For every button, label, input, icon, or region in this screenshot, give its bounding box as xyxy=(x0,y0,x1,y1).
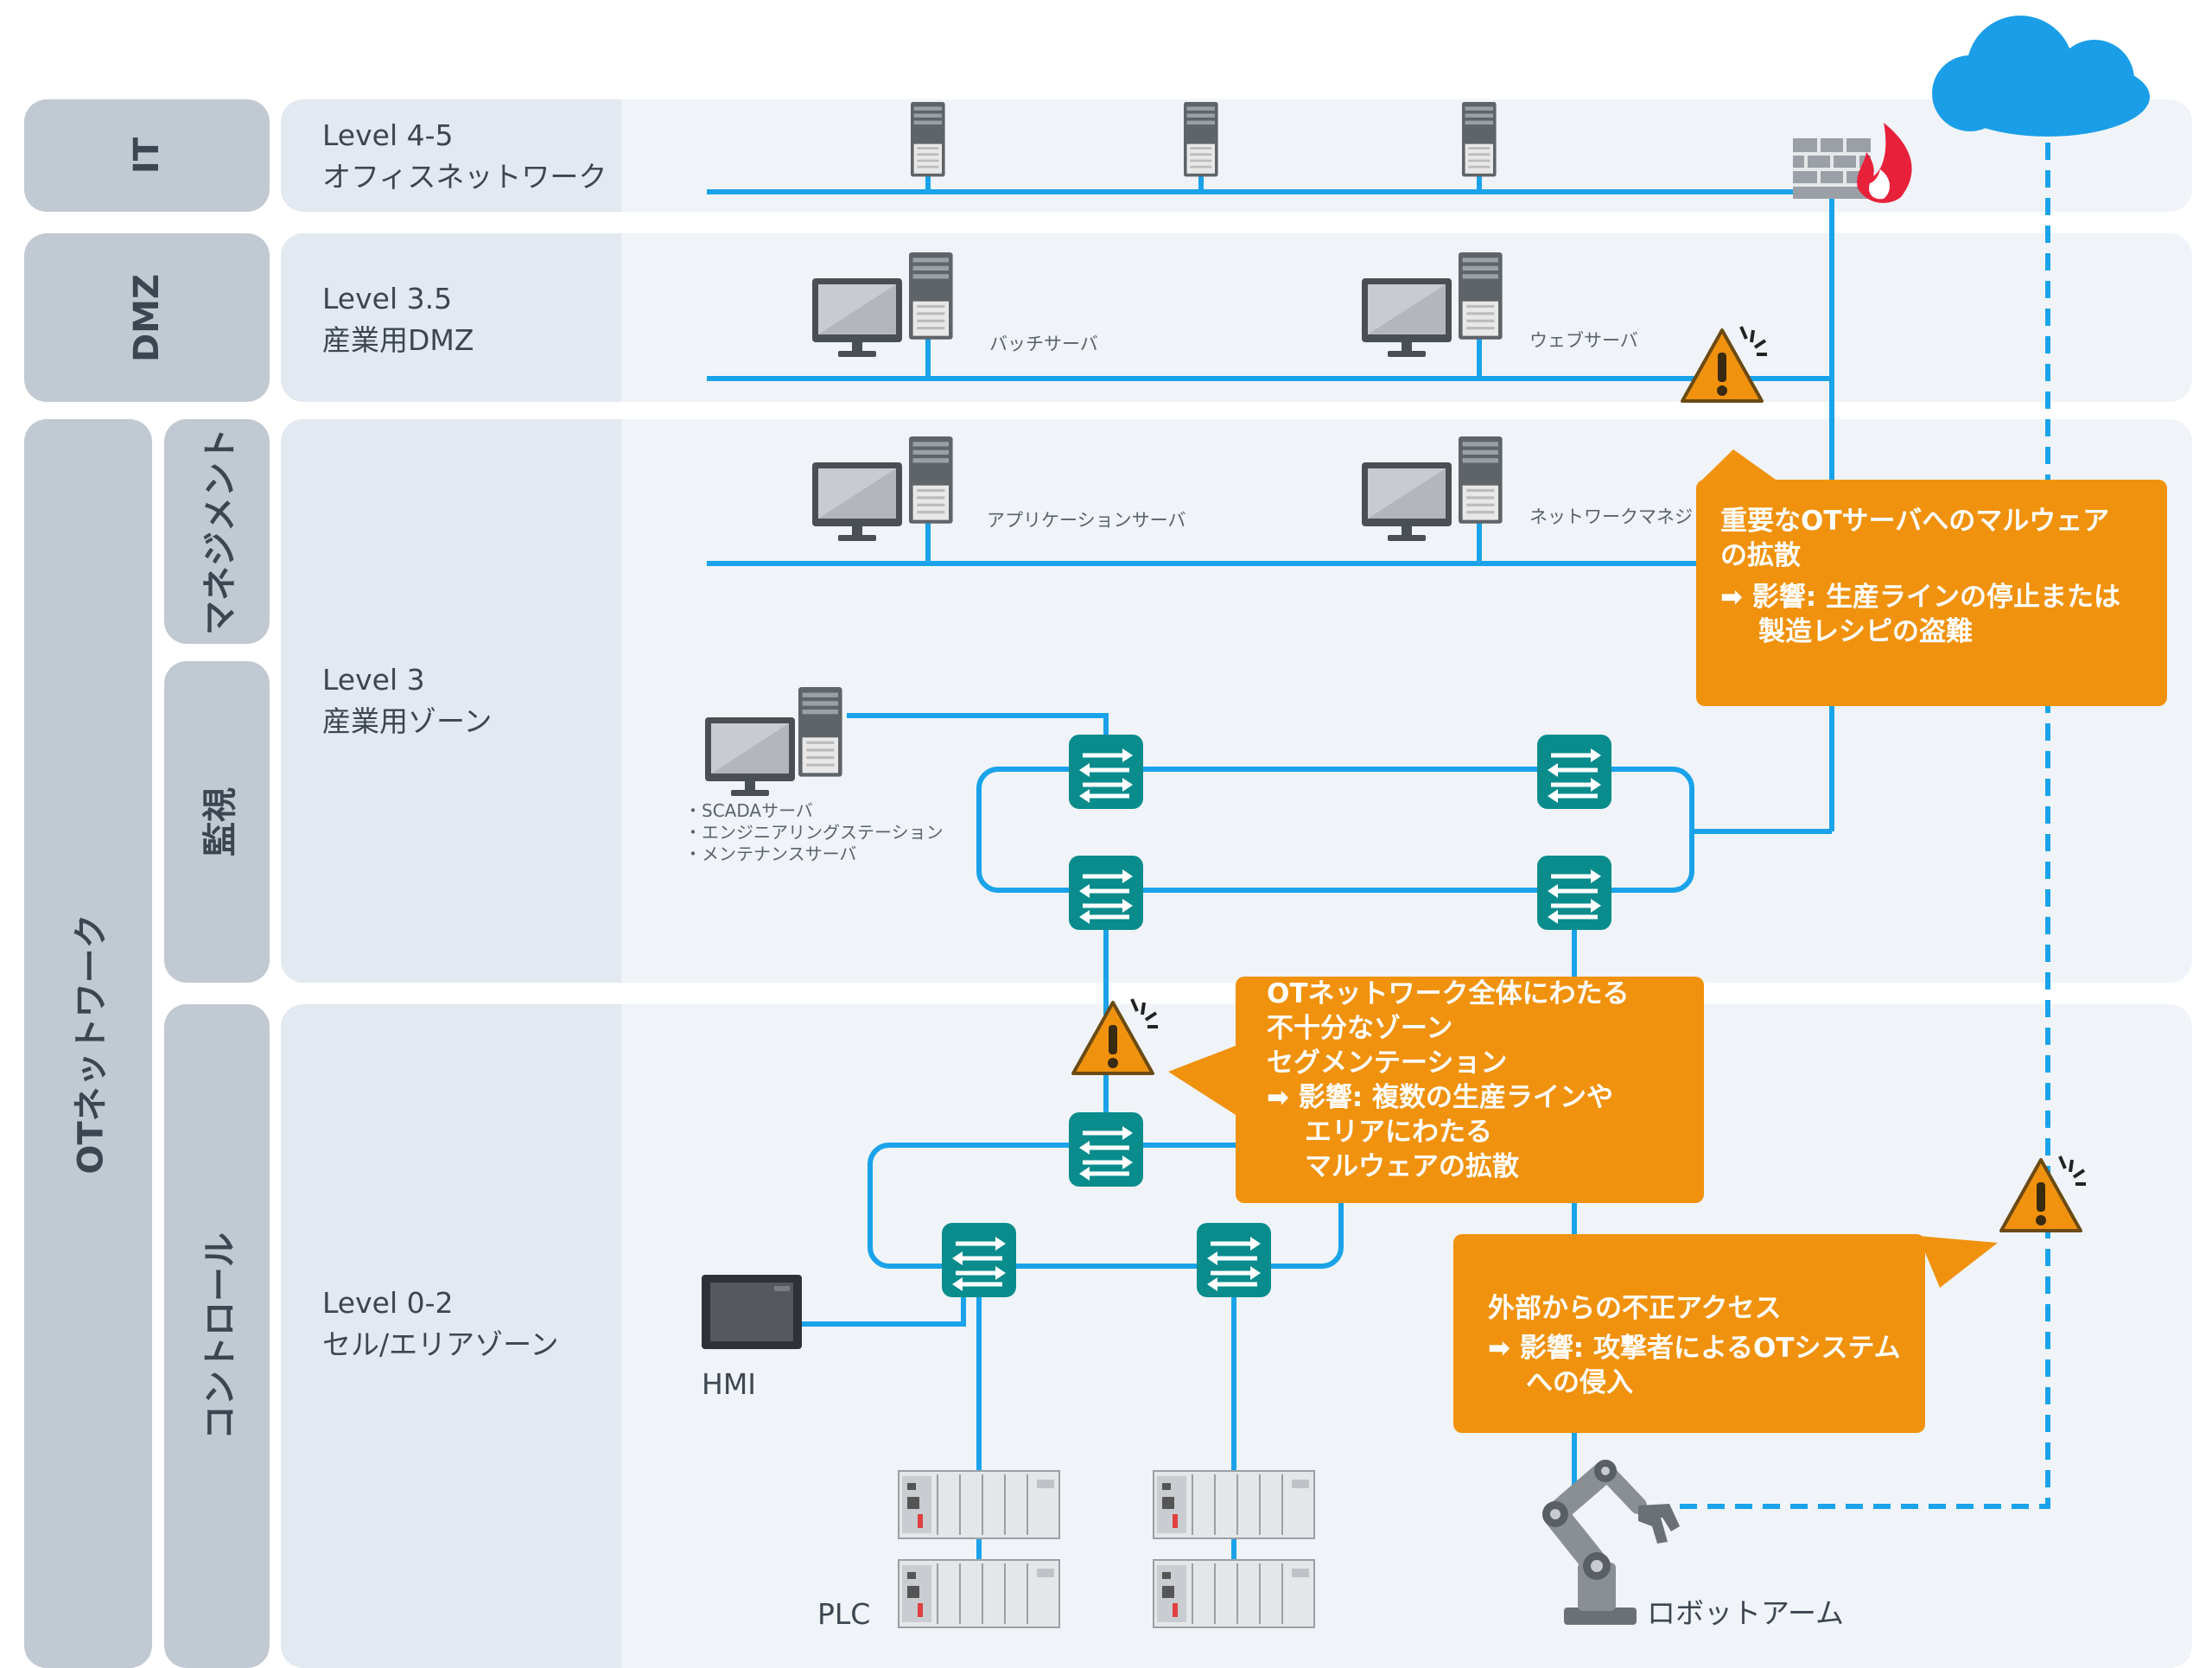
netmgmt-server-monitor-icon xyxy=(1362,462,1452,541)
tab-it: IT xyxy=(24,99,270,212)
hmi-icon xyxy=(702,1275,802,1349)
scada-label-list: ・SCADAサーバ ・エンジニアリングステーション ・メンテナンスサーバ xyxy=(684,800,944,865)
robot-arm-label: ロボットアーム xyxy=(1647,1596,1845,1630)
plc-icon xyxy=(1153,1470,1315,1539)
scada-label: ・SCADAサーバ xyxy=(684,800,813,821)
level-0-2-name: セル/エリアゾーン xyxy=(322,1327,559,1361)
switch-icon xyxy=(1537,735,1611,809)
warning-icon xyxy=(1071,997,1160,1075)
tab-ot-network: OTネットワーク xyxy=(24,419,152,1668)
app-server-label: アプリケーションサーバ xyxy=(987,510,1186,531)
web-server-monitor-icon xyxy=(1362,278,1452,357)
tab-monitoring: 監視 xyxy=(164,661,270,983)
callout-insufficient-segmentation: OTネットワーク全体にわたる 不十分なゾーン セグメンテーション ➡ 影響: 複… xyxy=(1236,977,1704,1203)
web-server-label: ウェブサーバ xyxy=(1529,330,1638,351)
hmi-label: HMI xyxy=(702,1367,757,1401)
it-server-icon xyxy=(1462,102,1497,177)
cloud-icon xyxy=(1932,16,2150,137)
scada-monitor-icon xyxy=(705,717,795,796)
firewall-icon xyxy=(1793,123,1912,203)
it-server-icon xyxy=(911,102,945,177)
level-3-5-name: 産業用DMZ xyxy=(322,323,474,357)
netmgmt-server-tower-icon xyxy=(1459,436,1503,524)
switch-icon xyxy=(1069,1112,1143,1187)
web-server-tower-icon xyxy=(1459,252,1503,340)
switch-icon xyxy=(1537,856,1611,930)
tab-dmz: DMZ xyxy=(24,233,270,402)
level-0-2-label: Level 0-2 xyxy=(322,1286,454,1320)
level-4-5-label: Level 4-5 xyxy=(322,118,454,152)
netmgmt-server-label: ネットワークマネジ xyxy=(1529,506,1693,527)
level-3-label: Level 3 xyxy=(322,663,425,697)
it-server-icon xyxy=(1184,102,1218,177)
band-level-3-5: Level 3.5 産業用DMZ xyxy=(281,233,2192,402)
plc-icon xyxy=(898,1470,1060,1539)
app-server-monitor-icon xyxy=(812,462,902,541)
warning-icon xyxy=(1681,325,1769,403)
plc-icon xyxy=(1153,1559,1315,1628)
level-3-5-label: Level 3.5 xyxy=(322,282,453,315)
switch-icon xyxy=(942,1223,1016,1297)
switch-icon xyxy=(1069,856,1143,930)
app-server-tower-icon xyxy=(909,436,953,524)
level-4-5-name: オフィスネットワーク xyxy=(322,160,607,194)
callout-malware-spread: 重要なOTサーバへのマルウェア の拡散 ➡ 影響: 生産ラインの停止または 製造… xyxy=(1696,480,2167,706)
switch-icon xyxy=(1069,735,1143,809)
warning-icon xyxy=(1999,1155,2088,1232)
tab-management: マネジメント xyxy=(164,419,270,644)
batch-server-monitor-icon xyxy=(812,278,902,357)
batch-server-tower-icon xyxy=(909,252,953,340)
tab-control: コントロール xyxy=(164,1004,270,1668)
scada-tower-icon xyxy=(798,687,842,777)
batch-server-label: バッチサーバ xyxy=(989,334,1098,354)
band-level-4-5: Level 4-5 オフィスネットワーク xyxy=(281,99,2192,212)
callout-unauthorized-access: 外部からの不正アクセス ➡ 影響: 攻撃者によるOTシステム への侵入 xyxy=(1453,1234,1925,1433)
robot-arm-icon xyxy=(1542,1460,1680,1625)
level-3-name: 産業用ゾーン xyxy=(322,704,493,738)
switch-icon xyxy=(1197,1223,1271,1297)
scada-label: ・エンジニアリングステーション xyxy=(684,822,944,843)
plc-label: PLC xyxy=(817,1597,871,1631)
plc-icon xyxy=(898,1559,1060,1628)
scada-label: ・メンテナンスサーバ xyxy=(684,844,857,864)
